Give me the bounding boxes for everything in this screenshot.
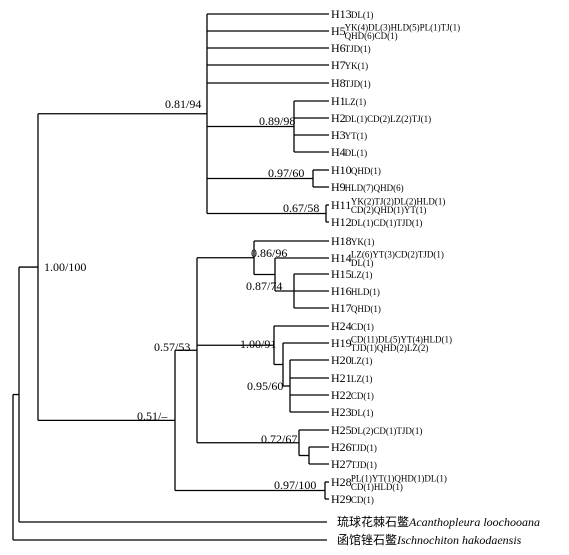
outgroup-common-name: 函馆锉石鳖 <box>337 532 397 547</box>
haplotype-locality: LZ(1) <box>351 270 373 280</box>
haplotype-locality: YK(2)TJ(2)DL(2)HLD(1) <box>351 197 445 207</box>
haplotype-label: H4 <box>331 145 346 159</box>
haplotype-locality: DL(1) <box>351 408 374 418</box>
haplotype-locality: CD(11)DL(5)YT(4)HLD(1) <box>351 335 452 345</box>
haplotype-locality: CD(1)HLD(1) <box>351 482 403 492</box>
haplotype-label: H21 <box>331 371 352 385</box>
haplotype-locality: TJD(1) <box>345 44 371 54</box>
haplotype-label: H2 <box>331 111 346 125</box>
haplotype-locality: LZ(1) <box>345 97 367 107</box>
haplotype-locality: CD(1) <box>351 495 374 505</box>
haplotype-locality: QHD(6)CD(1) <box>345 31 398 41</box>
haplotype-label: H19 <box>331 336 352 350</box>
haplotype-locality: TJD(1) <box>351 443 377 453</box>
haplotype-label: H9 <box>331 180 346 194</box>
outgroup-scientific-name: Ischnochiton hakodaensis <box>396 533 522 547</box>
haplotype-label: H18 <box>331 234 352 248</box>
haplotype-label: H5 <box>331 24 346 38</box>
haplotype-locality: DL(1)CD(2)LZ(2)TJ(1) <box>345 114 431 124</box>
haplotype-locality: YT(1) <box>345 131 368 141</box>
haplotype-label: H15 <box>331 267 352 281</box>
haplotype-locality: QHD(1) <box>351 304 381 314</box>
support-value: 0.97/60 <box>268 166 304 180</box>
haplotype-locality: HLD(7)QHD(6) <box>345 183 404 193</box>
haplotype-label: H23 <box>331 405 352 419</box>
haplotype-locality: CD(1) <box>351 322 374 332</box>
haplotype-label: H16 <box>331 284 352 298</box>
haplotype-label: H24 <box>331 319 352 333</box>
support-value: 0.81/94 <box>165 97 201 111</box>
support-value: 1.00/91 <box>240 337 276 351</box>
support-value: 1.00/100 <box>44 260 86 274</box>
haplotype-label: H14 <box>331 251 352 265</box>
haplotype-locality: LZ(1) <box>351 356 373 366</box>
haplotype-locality: TJD(1)QHD(2)LZ(2) <box>351 343 428 353</box>
support-value: 0.86/96 <box>251 246 287 260</box>
haplotype-label: H29 <box>331 492 352 506</box>
haplotype-locality: DL(1) <box>351 10 374 20</box>
outgroup-label: 函馆锉石鳖Ischnochiton hakodaensis <box>337 532 522 547</box>
haplotype-label: H17 <box>331 301 352 315</box>
support-value: 0.97/100 <box>274 478 316 492</box>
haplotype-locality: DL(1) <box>351 258 374 268</box>
haplotype-locality: DL(1)CD(1)TJD(1) <box>351 218 422 228</box>
support-value: 0.87/74 <box>246 279 282 293</box>
outgroup-scientific-name: Acanthopleura loochooana <box>408 515 540 529</box>
haplotype-locality: DL(1) <box>345 148 368 158</box>
haplotype-label: H25 <box>331 423 352 437</box>
haplotype-label: H22 <box>331 388 352 402</box>
haplotype-label: H7 <box>331 58 346 72</box>
support-value: 0.57/53 <box>154 340 190 354</box>
haplotype-locality: LZ(6)YT(3)CD(2)TJD(1) <box>351 250 444 260</box>
haplotype-locality: YK(1) <box>345 61 369 71</box>
haplotype-locality: YK(4)DL(3)HLD(5)PL(1)TJ(1) <box>345 23 460 33</box>
support-value: 0.95/60 <box>247 379 283 393</box>
haplotype-label: H11 <box>331 198 351 212</box>
support-value: 0.51/– <box>137 409 168 423</box>
outgroup-label: 琉球花棘石鳖Acanthopleura loochooana <box>337 514 540 529</box>
haplotype-locality: CD(2)QHD(1)YT(1) <box>351 205 426 215</box>
haplotype-locality: DL(2)CD(1)TJD(1) <box>351 426 422 436</box>
support-value: 0.67/58 <box>283 201 319 215</box>
haplotype-label: H27 <box>331 457 352 471</box>
haplotype-locality: HLD(1) <box>351 287 380 297</box>
haplotype-label: H12 <box>331 215 352 229</box>
support-value: 0.89/98 <box>259 114 295 128</box>
haplotype-label: H6 <box>331 41 346 55</box>
haplotype-label: H20 <box>331 353 352 367</box>
haplotype-locality: PL(1)YT(1)QHD(1)DL(1) <box>351 474 447 484</box>
haplotype-locality: TJD(1) <box>345 79 371 89</box>
haplotype-label: H10 <box>331 163 352 177</box>
support-value: 0.72/67 <box>261 432 297 446</box>
haplotype-locality: QHD(1) <box>351 166 381 176</box>
haplotype-label: H3 <box>331 128 346 142</box>
haplotype-locality: TJD(1) <box>351 460 377 470</box>
haplotype-locality: CD(1) <box>351 391 374 401</box>
haplotype-locality: LZ(1) <box>351 374 373 384</box>
haplotype-label: H1 <box>331 94 346 108</box>
haplotype-label: H13 <box>331 7 352 21</box>
tree-branches <box>12 13 329 541</box>
outgroup-common-name: 琉球花棘石鳖 <box>337 514 409 529</box>
haplotype-locality: YK(1) <box>351 237 375 247</box>
haplotype-label: H8 <box>331 76 346 90</box>
haplotype-label: H28 <box>331 475 352 489</box>
haplotype-label: H26 <box>331 440 352 454</box>
